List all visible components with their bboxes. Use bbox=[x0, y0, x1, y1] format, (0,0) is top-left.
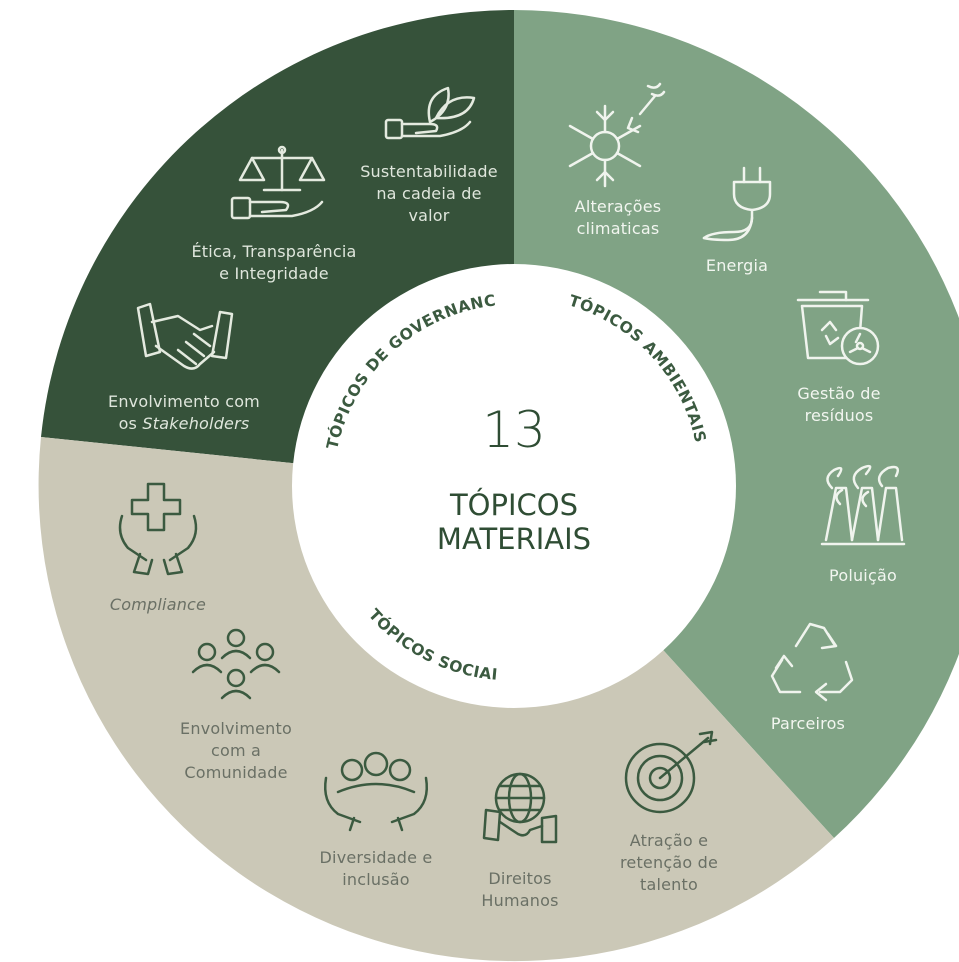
topic-gestao-residuos: Gestão de resíduos bbox=[797, 384, 881, 425]
target-arrow-icon bbox=[624, 730, 718, 814]
community-people-icon bbox=[191, 628, 281, 700]
topic-atracao-talento: Atração e retenção de talento bbox=[619, 831, 719, 894]
center-disc bbox=[292, 264, 736, 708]
recycling-bin-icon bbox=[796, 290, 880, 366]
topic-diversidade: Diversidade e inclusão bbox=[319, 848, 433, 889]
snowflake-icon bbox=[568, 82, 666, 188]
topic-comunidade: Envolvimento com a Comunidade bbox=[180, 719, 292, 782]
center-title: TÓPICOS MATERIAIS bbox=[436, 488, 592, 556]
scales-in-hand-icon bbox=[230, 145, 326, 220]
handshake-icon bbox=[136, 302, 234, 370]
cross-in-hands-icon bbox=[118, 482, 198, 576]
recycle-arrows-icon bbox=[770, 622, 854, 702]
topic-energia: Energia bbox=[705, 256, 769, 275]
sector-sociais bbox=[38, 437, 834, 962]
topic-direitos-humanos: Direitos Humanos bbox=[481, 869, 559, 910]
topic-alteracoes-climaticas: Alterações climaticas bbox=[574, 197, 662, 238]
factory-pollution-icon bbox=[820, 464, 906, 546]
center-count: 13 bbox=[482, 401, 546, 459]
globe-handshake-icon bbox=[482, 772, 558, 844]
diversity-hands-icon bbox=[324, 751, 428, 832]
topic-poluicao: Poluição bbox=[829, 566, 897, 585]
topic-parceiros: Parceiros bbox=[770, 714, 846, 733]
topic-compliance: Compliance bbox=[109, 595, 207, 614]
plug-icon bbox=[702, 166, 772, 242]
plant-in-hand-icon bbox=[384, 86, 476, 140]
topic-etica: Ética, Transparência e Integridade bbox=[191, 242, 357, 283]
topic-stakeholders: Envolvimento com os Stakeholders bbox=[108, 392, 260, 433]
topic-sustentabilidade: Sustentabilidade na cadeia de valor bbox=[360, 162, 498, 225]
sector-ambientais bbox=[514, 10, 959, 838]
